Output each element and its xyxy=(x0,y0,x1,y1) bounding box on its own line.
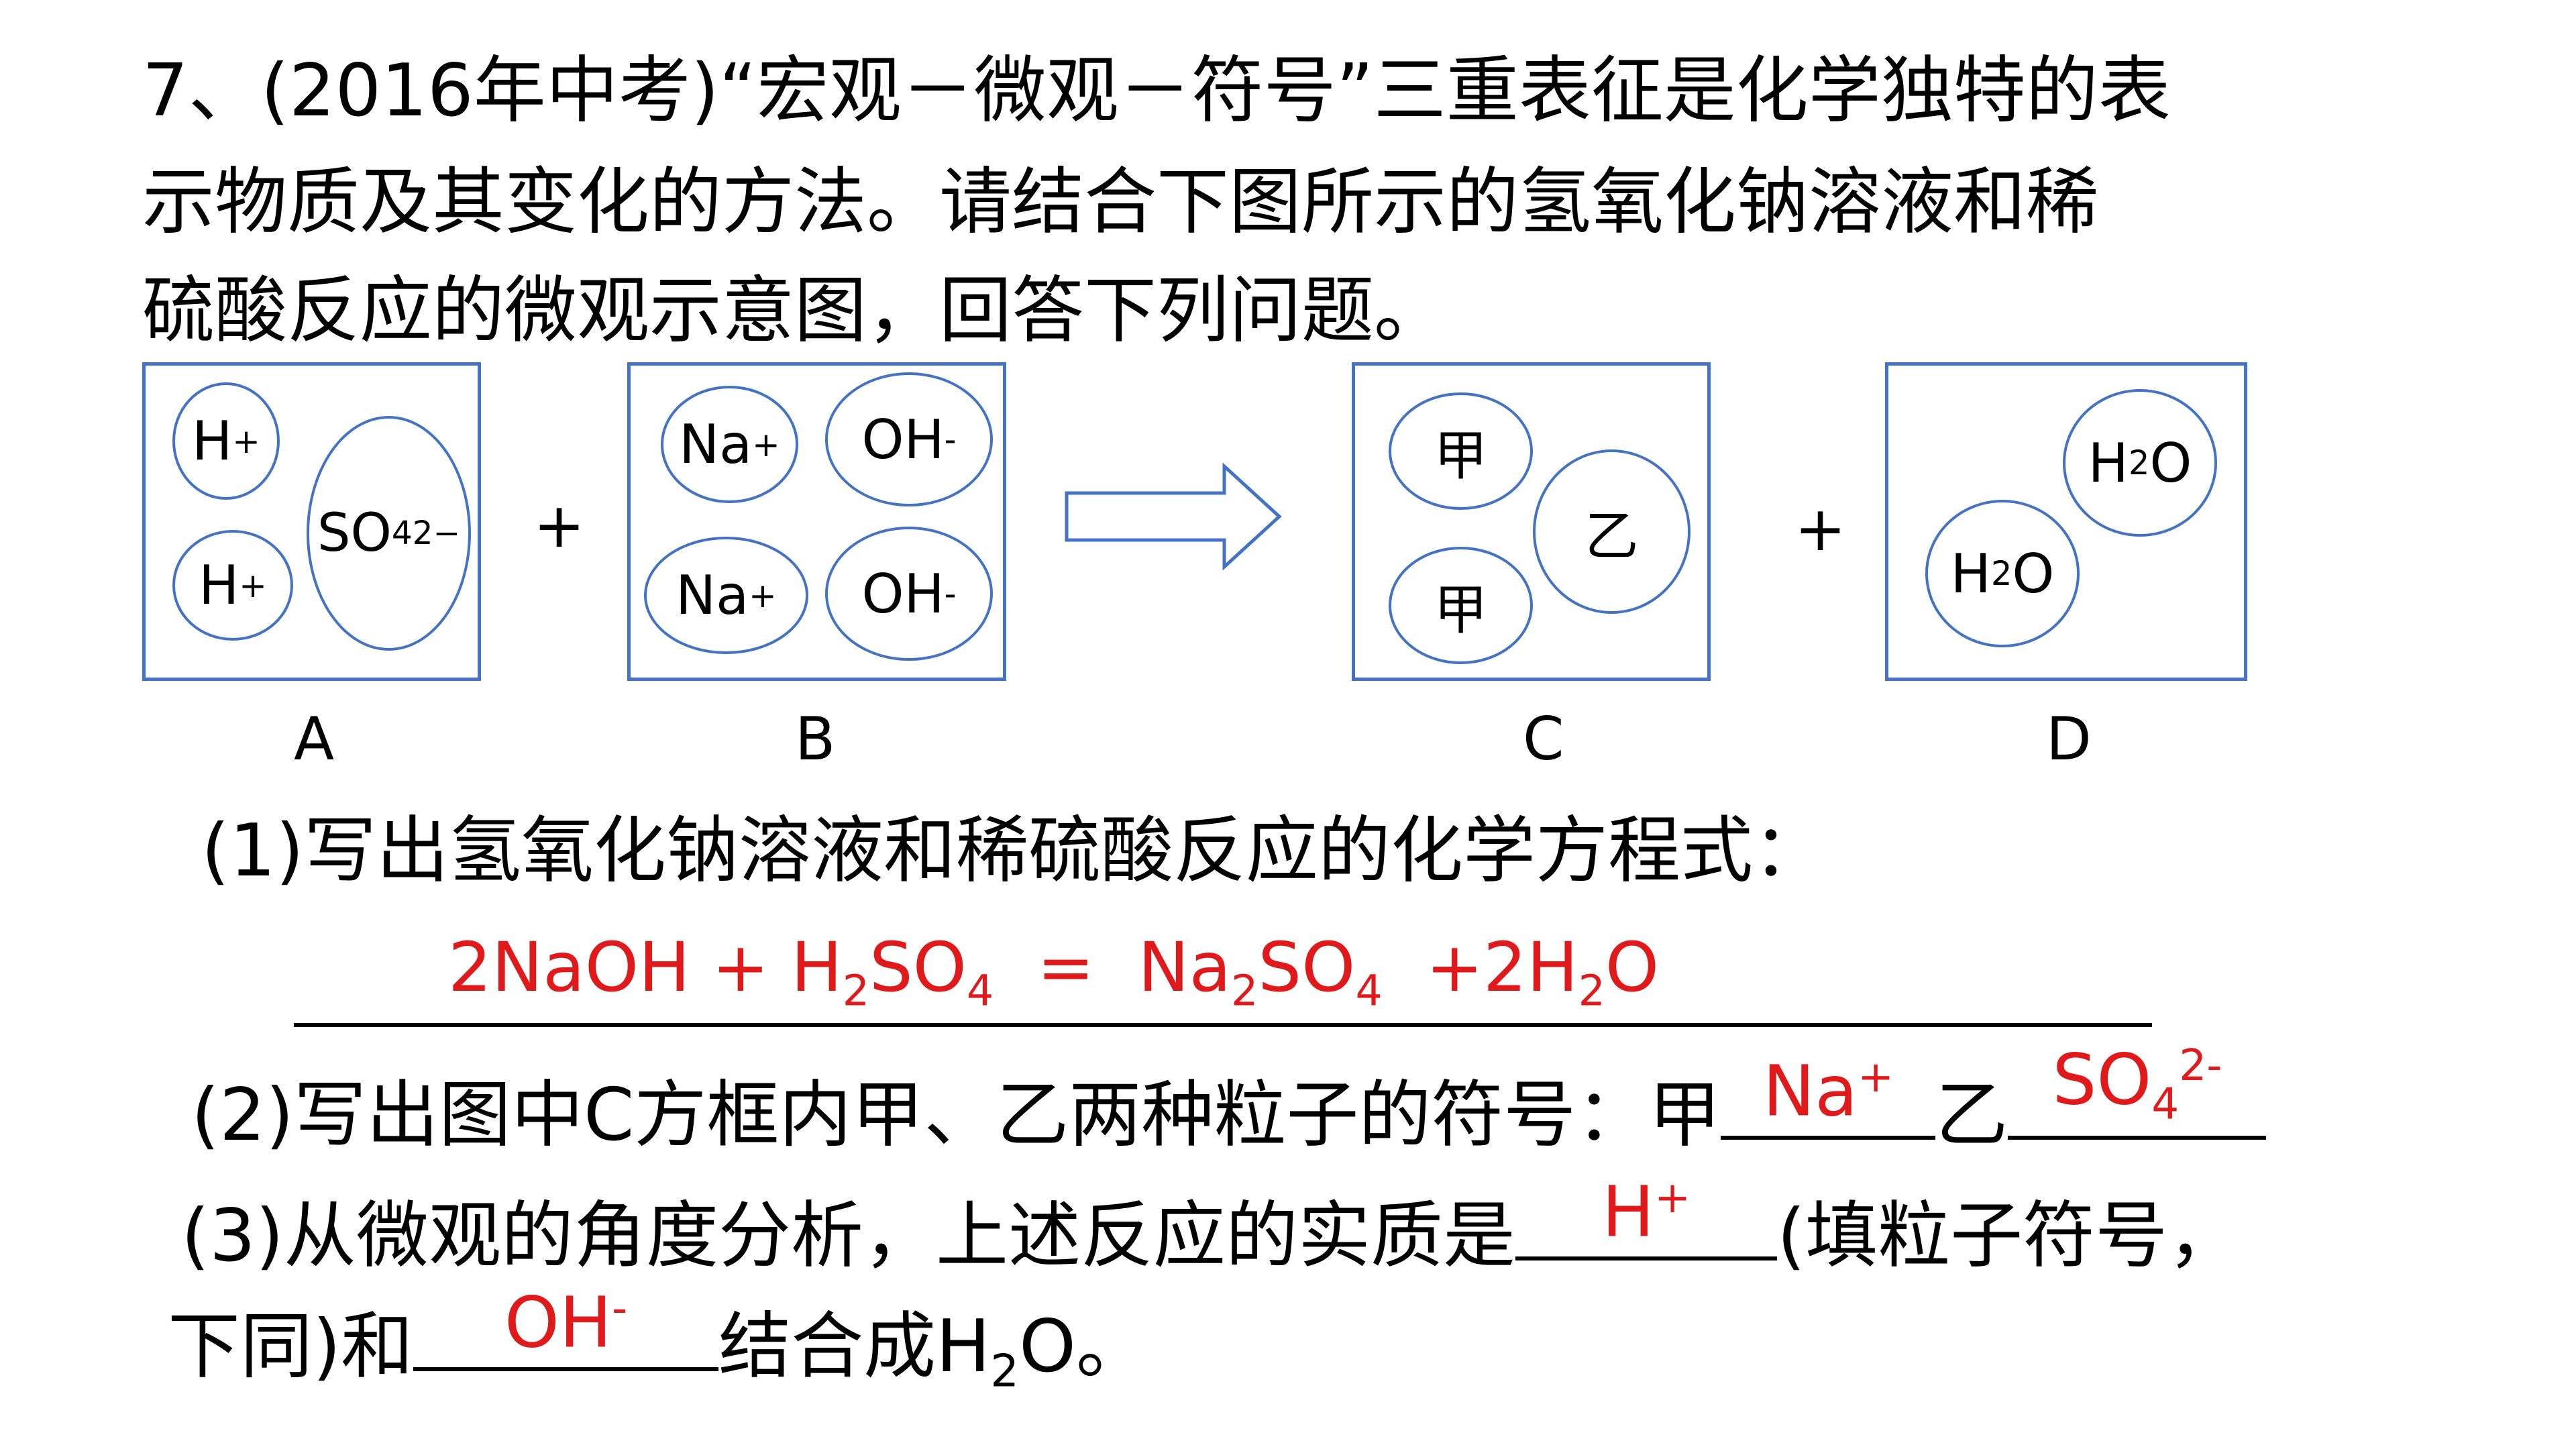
question-line-2: 示物质及其变化的方法。请结合下图所示的氢氧化钠溶液和稀 xyxy=(142,160,2099,244)
label-b: B xyxy=(795,704,836,773)
q3-answer-2: OH- xyxy=(504,1282,628,1364)
na-ion-1: Na+ xyxy=(661,386,798,503)
question-line-3: 硫酸反应的微观示意图，回答下列问题。 xyxy=(142,269,1447,353)
q2-blank-jia: Na+ xyxy=(1721,1056,1936,1140)
plus-sign-2: + xyxy=(1794,493,1847,565)
q2-blank-yi: SO42- xyxy=(2008,1044,2267,1140)
label-a: A xyxy=(294,704,335,773)
jia-particle-1: 甲 xyxy=(1389,392,1533,510)
q1-prompt: (1)写出氢氧化钠溶液和稀硫酸反应的化学方程式： xyxy=(201,809,1825,893)
q3-blank-1: H+ xyxy=(1515,1177,1777,1260)
h-ion-2: H+ xyxy=(172,530,293,641)
yi-particle: 乙 xyxy=(1533,449,1690,614)
q1-answer-blank: 2NaOH + H2SO4 = Na2SO4 +2H2O xyxy=(294,928,2152,1027)
box-b: Na+ OH- Na+ OH- xyxy=(627,362,1006,681)
na-ion-2: Na+ xyxy=(644,537,808,654)
reaction-arrow-icon xyxy=(1065,463,1282,570)
q2-answer-jia: Na+ xyxy=(1762,1051,1894,1132)
jia-particle-2: 甲 xyxy=(1389,547,1533,664)
label-d: D xyxy=(2046,704,2092,773)
question-line-1: 7、(2016年中考)“宏观－微观－符号”三重表征是化学独特的表 xyxy=(142,49,2171,133)
plus-sign-1: + xyxy=(533,490,586,561)
h-ion-1: H+ xyxy=(172,382,280,500)
q3-answer-1: H+ xyxy=(1601,1171,1691,1253)
q2-answer-yi: SO42- xyxy=(2052,1038,2222,1130)
q3-blank-2: OH- xyxy=(413,1287,719,1371)
oh-ion-1: OH- xyxy=(825,372,993,506)
box-c: 甲 甲 乙 xyxy=(1352,362,1711,681)
label-c: C xyxy=(1523,704,1564,773)
oh-ion-2: OH- xyxy=(825,527,993,661)
q1-answer-equation: 2NaOH + H2SO4 = Na2SO4 +2H2O xyxy=(448,927,1660,1015)
